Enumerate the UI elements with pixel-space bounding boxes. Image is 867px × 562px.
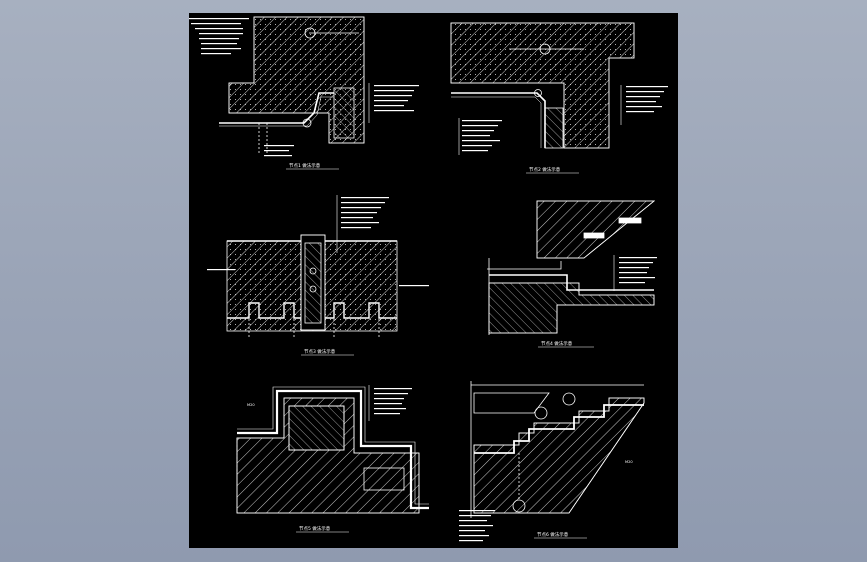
detail-2-notes (462, 86, 668, 152)
detail-5-notes (374, 388, 412, 415)
detail-5-marker-label: M20 (247, 403, 255, 407)
detail-6 (470, 381, 645, 518)
detail-1-notes (189, 18, 419, 157)
cad-drawing: 节点1 做法示意 (189, 16, 668, 542)
detail-3-notes (207, 197, 429, 287)
detail-6-caption: 节点6 做法示意 (537, 531, 569, 538)
detail-2-caption: 节点2 做法示意 (529, 166, 561, 173)
cad-drawing-sheet[interactable]: 节点1 做法示意 (189, 13, 678, 548)
detail-6-marker-label: M20 (625, 460, 633, 464)
detail-2 (450, 22, 635, 149)
detail-3 (226, 234, 398, 338)
detail-5-caption: 节点5 做法示意 (299, 525, 331, 532)
detail-5 (236, 386, 429, 514)
detail-4-caption: 节点4 做法示意 (541, 340, 573, 347)
detail-6-notes (459, 510, 495, 542)
detail-1 (219, 16, 365, 153)
detail-4-notes (619, 257, 657, 284)
detail-3-caption: 节点3 做法示意 (304, 348, 336, 355)
detail-1-caption: 节点1 做法示意 (289, 162, 321, 169)
detail-4 (487, 200, 656, 335)
